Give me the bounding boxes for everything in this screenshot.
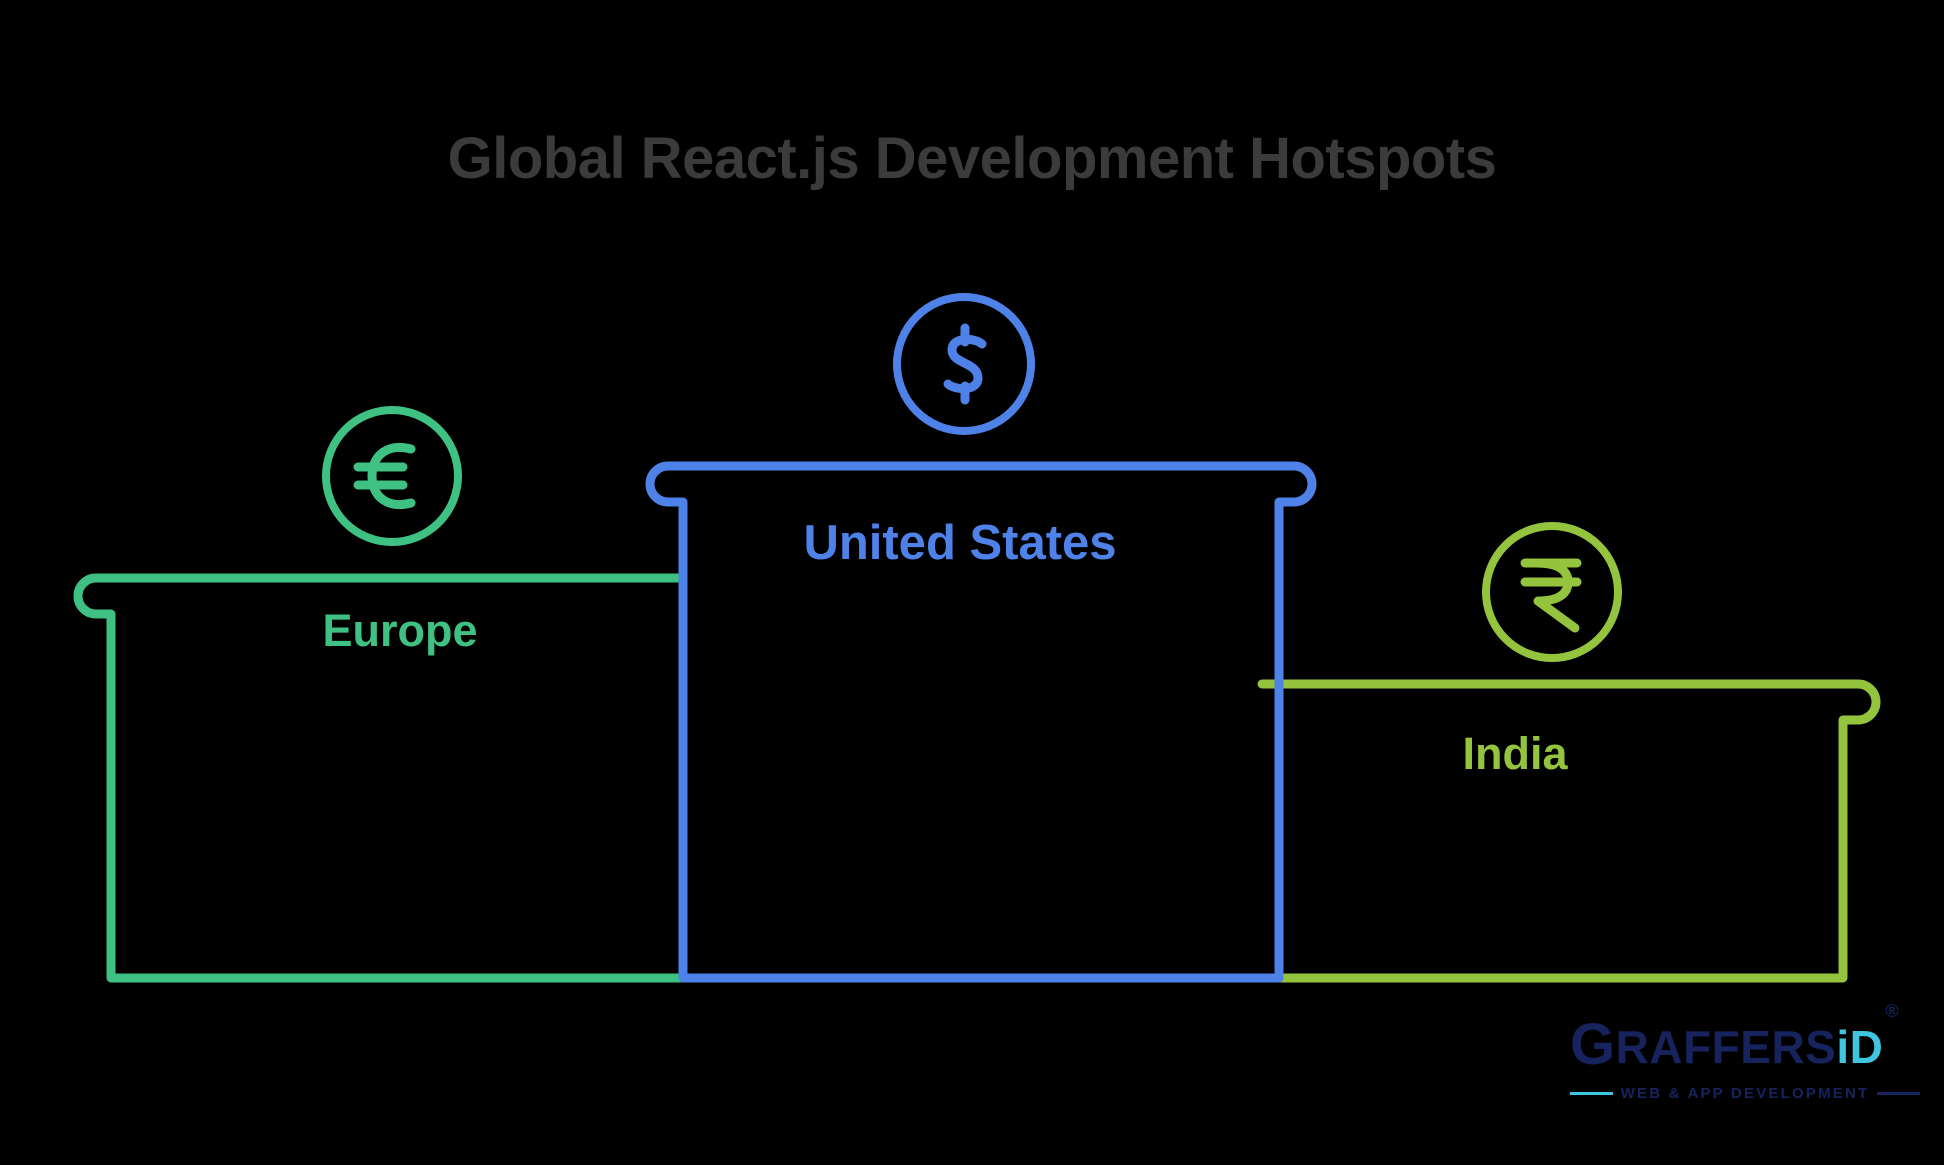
podium-europe-top-edge: [73, 573, 685, 983]
logo-letter-d: D: [1849, 1021, 1884, 1073]
podium-label-europe: Europe: [322, 605, 478, 656]
podium-india-top-edge: [1257, 679, 1881, 983]
page-title: Global React.js Development Hotspots: [447, 126, 1497, 191]
podium-us-right-edge: [1257, 461, 1317, 983]
logo-letter-g: G: [1570, 1012, 1616, 1077]
podium-label-india: India: [1462, 728, 1568, 779]
logo-text-raffers: RAFFERS: [1615, 1021, 1837, 1073]
registered-mark-icon: ®: [1885, 1001, 1900, 1021]
podium-india: [1257, 679, 1881, 983]
logo-letter-i: i: [1836, 1021, 1850, 1073]
graffersid-logo: G RAFFERS i D ® WEB & APP DEVELOPMENT: [1570, 1002, 1921, 1103]
podium-europe: [73, 573, 685, 983]
dollar-coin-icon: [888, 288, 1040, 440]
podium-label-united-states: United States: [803, 516, 1117, 570]
logo-tagline-row: WEB & APP DEVELOPMENT: [1570, 1085, 1921, 1103]
euro-coin-icon: [318, 402, 466, 550]
logo-wordmark: G RAFFERS i D ®: [1570, 1002, 1920, 1076]
rupee-coin-icon: [1478, 518, 1626, 666]
podium-us-left-edge: [645, 461, 705, 983]
logo-rule-left: [1570, 1092, 1613, 1096]
logo-rule-right: [1877, 1092, 1921, 1096]
podium-united-states: [645, 461, 1317, 983]
logo-tagline: WEB & APP DEVELOPMENT: [1620, 1085, 1870, 1103]
